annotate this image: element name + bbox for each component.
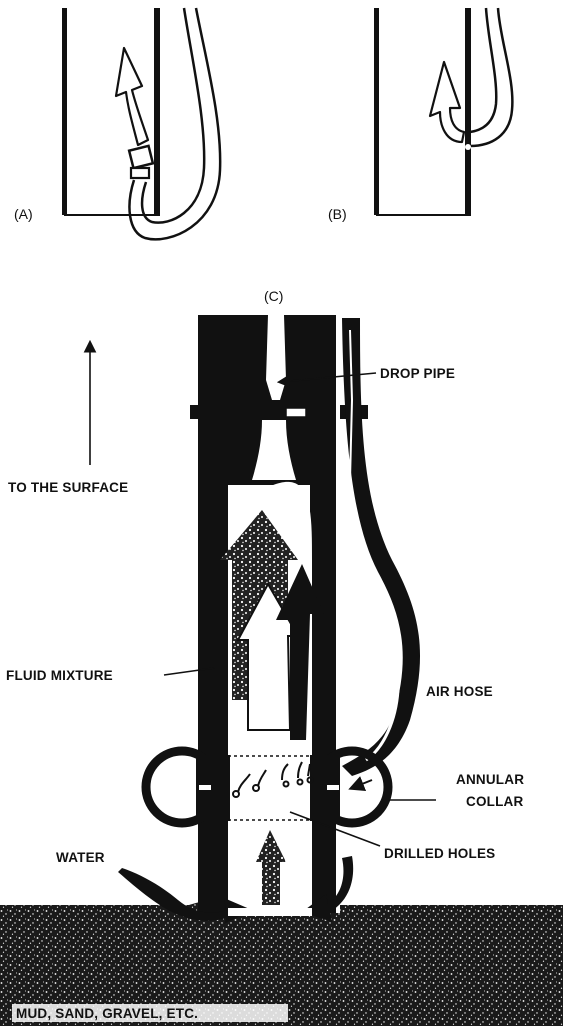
panel-b: (B) — [328, 8, 512, 222]
panel-b-label: (B) — [328, 206, 347, 222]
pipe-coupling-gap — [286, 408, 306, 417]
air-hose — [342, 318, 420, 776]
panel-b-hose-outer — [470, 8, 512, 146]
panel-a-flow-arrow — [116, 48, 148, 145]
label-to-surface: TO THE SURFACE — [8, 480, 128, 495]
panel-b-wall-hole — [465, 144, 471, 150]
panel-a: (A) — [14, 8, 220, 239]
drop-pipe-channel — [266, 315, 286, 400]
label-water: WATER — [56, 850, 105, 865]
collar-air-arrow — [352, 780, 372, 788]
pipe-bottom-opening — [228, 908, 312, 916]
panel-a-left-wall — [62, 8, 67, 215]
panel-b-left-wall — [374, 8, 379, 215]
panel-a-hose-collar — [131, 168, 149, 178]
collar-left-hole — [199, 785, 211, 790]
label-annular-collar-line2: COLLAR — [466, 794, 523, 809]
label-drop-pipe: DROP PIPE — [380, 366, 455, 381]
pipe-left-wall — [198, 315, 228, 913]
panel-a-right-wall — [154, 8, 160, 215]
collar-right-hole — [327, 785, 339, 790]
panel-b-flow-arrow — [430, 62, 464, 142]
panel-b-hose-inner — [470, 8, 496, 132]
panel-a-hose-inner — [142, 8, 204, 223]
label-drilled-holes: DRILLED HOLES — [384, 846, 495, 861]
panel-b-right-wall — [465, 8, 471, 215]
panel-c-label: (C) — [264, 288, 283, 304]
label-air-hose: AIR HOSE — [426, 684, 493, 699]
label-annular-collar-line1: ANNULAR — [456, 772, 524, 787]
panel-a-hose-nozzle — [129, 146, 153, 168]
panel-a-label: (A) — [14, 206, 33, 222]
air-hose-outer — [342, 318, 420, 776]
label-ground: MUD, SAND, GRAVEL, ETC. — [16, 1006, 198, 1021]
pipe-coupling — [190, 405, 368, 419]
label-fluid-mixture: FLUID MIXTURE — [6, 668, 113, 683]
